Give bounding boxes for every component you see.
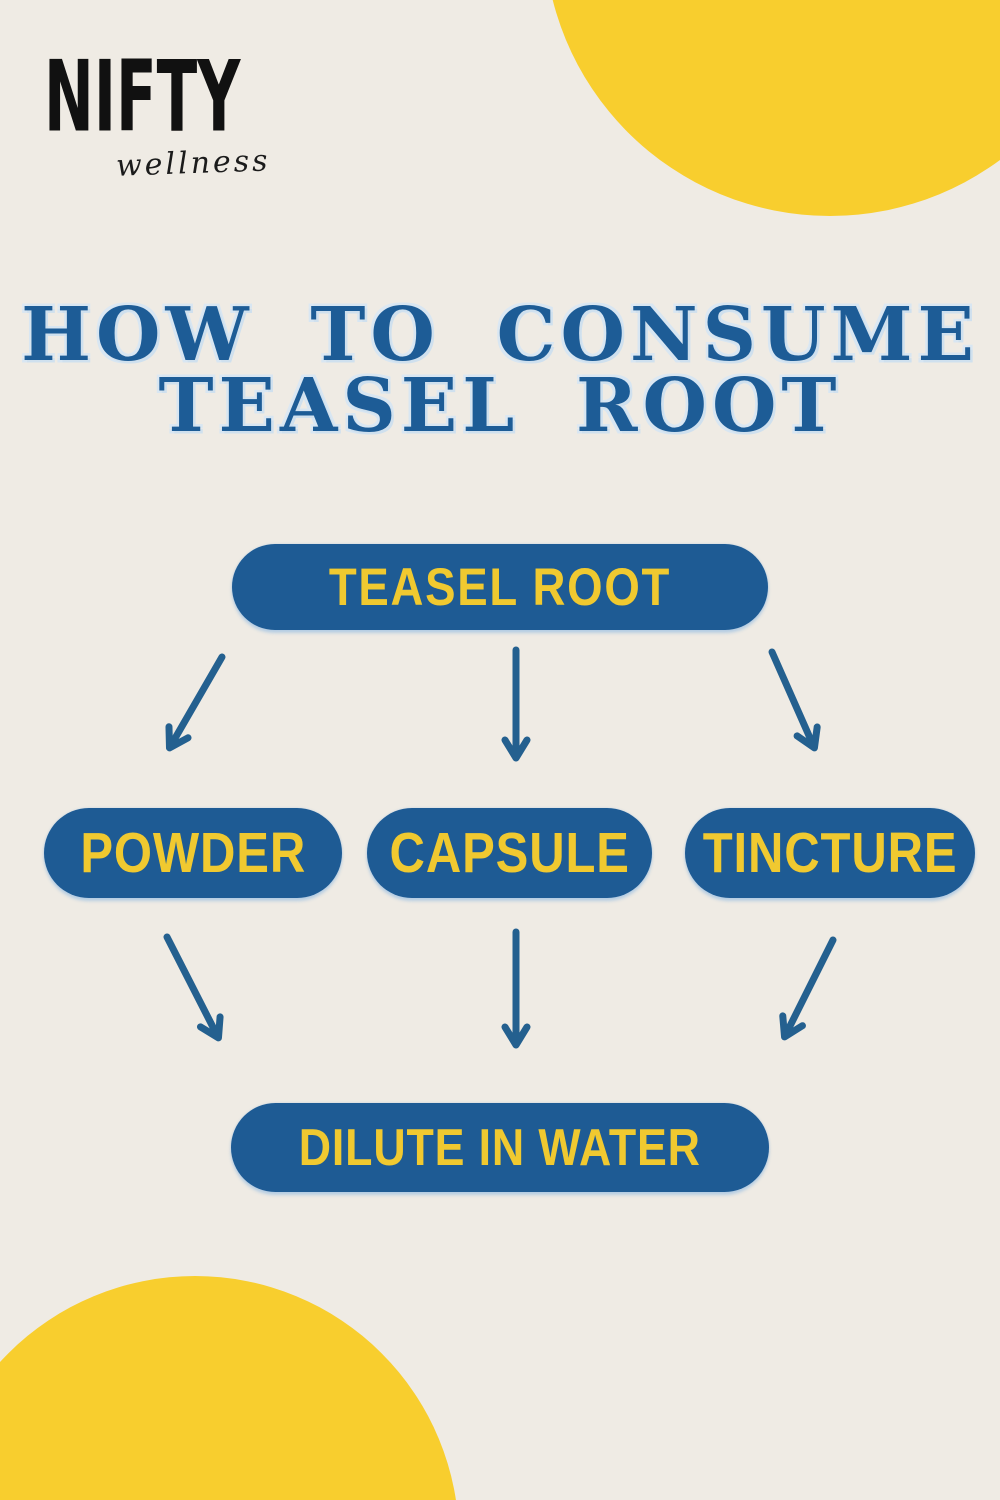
node-capsule: CAPSULE xyxy=(367,808,652,898)
page-title: HOW TO CONSUME TEASEL ROOT xyxy=(0,292,1000,449)
node-tincture: TINCTURE xyxy=(685,808,975,898)
node-capsule-label: CAPSULE xyxy=(389,821,630,885)
decorative-circle-bottom-left xyxy=(0,1276,459,1500)
page-title-line2: TEASEL ROOT xyxy=(158,363,842,449)
node-tincture-label: TINCTURE xyxy=(702,821,958,885)
brand-tagline: wellness xyxy=(115,143,272,184)
arrow-tincture-to-dilute-icon xyxy=(779,936,837,1041)
arrow-teasel-to-powder-icon xyxy=(165,653,226,752)
node-teasel-root-label: TEASEL ROOT xyxy=(328,557,672,617)
arrow-powder-to-dilute-icon xyxy=(163,933,224,1042)
arrow-teasel-to-tincture-icon xyxy=(768,648,821,752)
brand-name: NIFTY xyxy=(44,39,241,155)
decorative-circle-top-right xyxy=(544,0,1000,216)
node-powder: POWDER xyxy=(44,808,342,898)
node-teasel-root: TEASEL ROOT xyxy=(232,544,768,630)
node-powder-label: POWDER xyxy=(80,821,306,885)
node-dilute-in-water: DILUTE IN WATER xyxy=(231,1103,769,1192)
node-dilute-in-water-label: DILUTE IN WATER xyxy=(298,1118,702,1177)
brand-logo: NIFTY wellness xyxy=(44,39,304,184)
page-title-line1: HOW TO CONSUME xyxy=(21,292,979,378)
